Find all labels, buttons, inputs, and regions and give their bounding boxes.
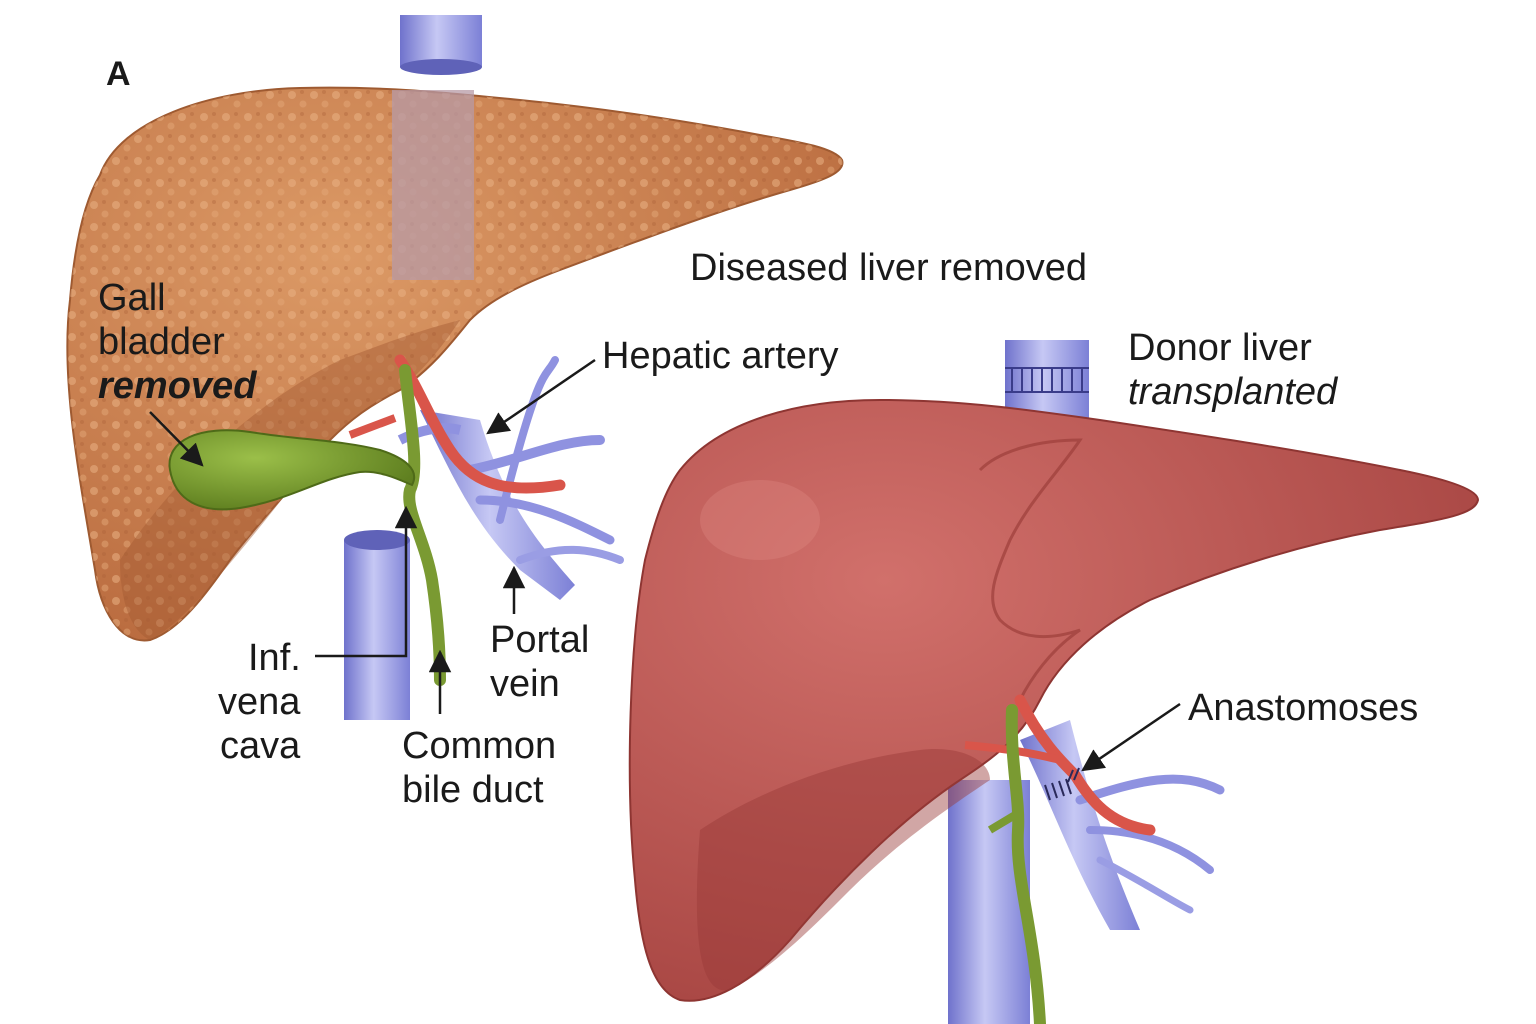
donor-common-bile-duct xyxy=(1005,704,1046,1024)
donor-liver-line2: transplanted xyxy=(1128,371,1338,413)
donor-portal-vein xyxy=(1020,720,1140,930)
gall-bladder-line3: removed xyxy=(98,365,257,407)
anastomosis-stitches xyxy=(1044,767,1080,801)
lower-vessels xyxy=(344,356,624,720)
inf-vena-cava-leader xyxy=(315,505,418,658)
portal-vein-line2: vein xyxy=(490,663,560,705)
vena-cava-top-segment xyxy=(400,15,482,75)
gall-bladder-leader xyxy=(149,411,204,467)
diseased-liver-group xyxy=(66,15,844,720)
anastomoses-label: Anastomoses xyxy=(1188,687,1419,729)
gall-bladder-line1: Gall xyxy=(98,277,166,319)
hepatic-artery-leader xyxy=(486,358,596,435)
common-bile-duct-line1: Common xyxy=(402,725,557,767)
panel-label: A xyxy=(106,55,131,93)
donor-liver xyxy=(628,398,1480,1002)
inf-vena-cava-line2: vena xyxy=(218,681,301,723)
hepatic-artery xyxy=(394,354,566,494)
anastomoses-leader xyxy=(1081,702,1181,772)
inf-vena-cava-line3: cava xyxy=(220,725,301,767)
hepatic-artery-label: Hepatic artery xyxy=(602,335,839,377)
donor-liver-line1: Donor liver xyxy=(1128,327,1312,369)
donor-liver-group xyxy=(628,340,1480,1024)
gall-bladder-line2: bladder xyxy=(98,321,225,363)
gall-bladder xyxy=(168,429,415,511)
inf-vena-cava-stump xyxy=(344,540,410,720)
vena-cava-ghost xyxy=(392,90,474,280)
inf-vena-cava-line1: Inf. xyxy=(248,637,301,679)
vena-cava-suture xyxy=(1005,367,1089,393)
diagram-heading: Diseased liver removed xyxy=(690,247,1088,289)
portal-vein-line1: Portal xyxy=(490,619,590,661)
common-bile-duct-line2: bile duct xyxy=(402,769,544,811)
leader-lines xyxy=(149,358,1181,772)
